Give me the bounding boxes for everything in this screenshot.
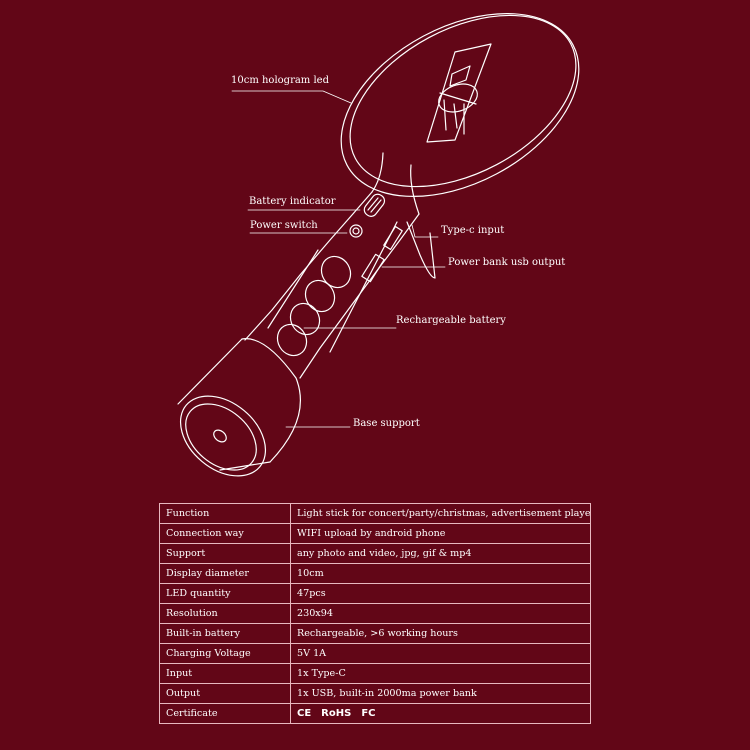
spec-key: Connection way <box>159 523 291 544</box>
label-powerbank-output: Power bank usb output <box>448 257 566 268</box>
spec-key: Charging Voltage <box>159 643 291 664</box>
label-typec-input: Type-c input <box>441 225 505 236</box>
spec-key: Display diameter <box>159 563 291 584</box>
label-battery-indicator: Battery indicator <box>249 196 336 207</box>
spec-row: Certificate CE RoHS FC <box>159 703 591 724</box>
certificate-logo: FC <box>361 708 376 719</box>
spec-key: Function <box>159 503 291 524</box>
power-switch-shape <box>349 224 363 238</box>
spec-key: Certificate <box>159 703 291 724</box>
certificate-logo: RoHS <box>321 708 352 719</box>
spec-value: Light stick for concert/party/christmas,… <box>290 503 591 524</box>
label-rechargeable-battery: Rechargeable battery <box>396 315 506 326</box>
spec-value: any photo and video, jpg, gif & mp4 <box>290 543 591 564</box>
spec-value: 47pcs <box>290 583 591 604</box>
base-support-shape <box>177 338 301 477</box>
spec-value: 10cm <box>290 563 591 584</box>
spec-value: 1x USB, built-in 2000ma power bank <box>290 683 591 704</box>
usb-port-shape <box>361 253 385 283</box>
label-hologram-led: 10cm hologram led <box>231 75 329 86</box>
spec-value: WIFI upload by android phone <box>290 523 591 544</box>
label-base-support: Base support <box>353 418 420 429</box>
handle-neck <box>371 152 420 215</box>
spec-value: CE RoHS FC <box>290 703 591 724</box>
spec-key: Support <box>159 543 291 564</box>
spec-key: Resolution <box>159 603 291 624</box>
spec-key: Built-in battery <box>159 623 291 644</box>
typec-port-shape <box>383 225 403 251</box>
battery-cells <box>276 255 352 357</box>
spec-value: 230x94 <box>290 603 591 624</box>
handle-body <box>244 191 420 379</box>
product-diagram <box>177 12 580 477</box>
hologram-disc <box>340 12 580 198</box>
label-power-switch: Power switch <box>250 220 318 231</box>
spec-key: Input <box>159 663 291 684</box>
spec-value: Rechargeable, >6 working hours <box>290 623 591 644</box>
spec-value: 5V 1A <box>290 643 591 664</box>
spec-key: Output <box>159 683 291 704</box>
spec-value: 1x Type-C <box>290 663 591 684</box>
battery-indicator-shape <box>363 193 386 217</box>
certificate-logo: CE <box>297 708 312 719</box>
led-blade <box>426 43 492 143</box>
spec-key: LED quantity <box>159 583 291 604</box>
